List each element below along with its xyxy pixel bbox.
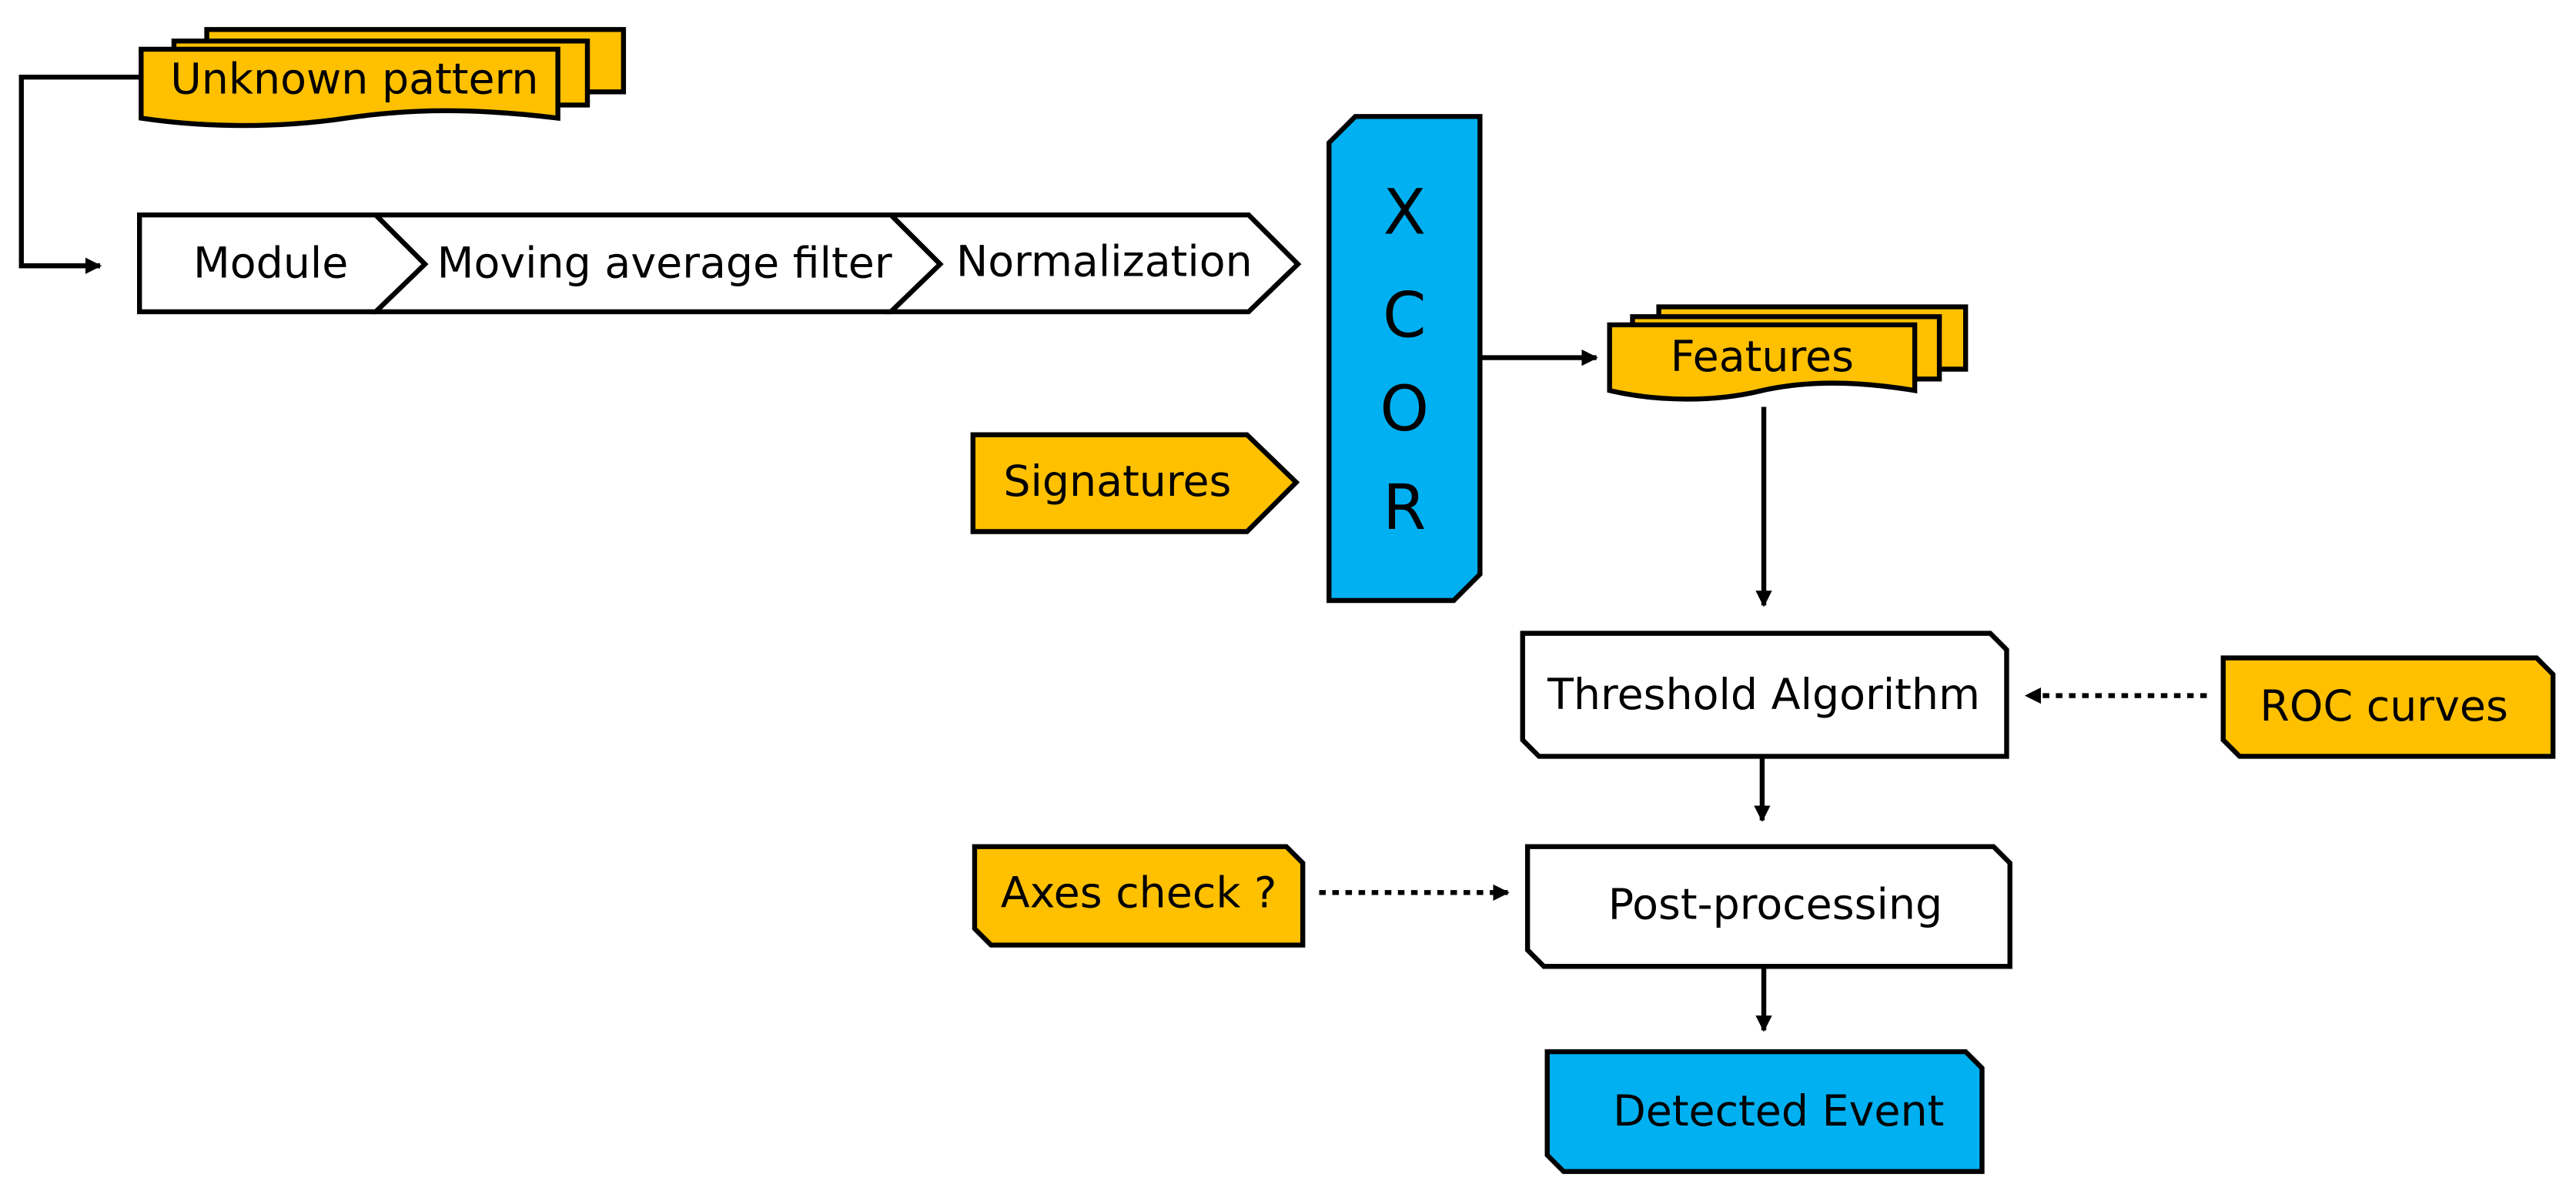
module-label: Module — [193, 239, 348, 288]
normalization-label: Normalization — [956, 237, 1253, 286]
xcor-node: X C O R — [1326, 114, 1483, 604]
module-step: Module — [137, 212, 429, 315]
xcor-letter-r: R — [1383, 472, 1426, 544]
threshold-algorithm-label: Threshold Algorithm — [1547, 671, 1980, 720]
roc-curves-node: ROC curves — [2220, 655, 2556, 759]
detected-event-label: Detected Event — [1613, 1087, 1944, 1136]
signatures-label: Signatures — [1003, 457, 1231, 507]
moving-average-filter-label: Moving average filter — [437, 239, 892, 288]
post-processing-node: Post-processing — [1524, 844, 2012, 969]
axes-check-node: Axes check ? — [972, 844, 1306, 948]
unknown-pattern-node: Unknown pattern — [139, 27, 627, 129]
connector-unknown-to-module — [18, 74, 142, 274]
axes-check-label: Axes check ? — [1001, 869, 1277, 918]
unknown-pattern-label: Unknown pattern — [170, 55, 538, 105]
normalization-step: Normalization — [885, 212, 1302, 315]
moving-average-filter-step: Moving average filter — [370, 212, 944, 315]
roc-curves-label: ROC curves — [2260, 682, 2507, 731]
post-processing-label: Post-processing — [1608, 881, 1942, 930]
detected-event-node: Detected Event — [1544, 1049, 1985, 1174]
threshold-algorithm-node: Threshold Algorithm — [1520, 631, 2009, 759]
xcor-letter-c: C — [1383, 280, 1427, 353]
features-label: Features — [1671, 333, 1854, 382]
features-node: Features — [1607, 304, 1969, 402]
xcor-letter-x: X — [1383, 176, 1426, 249]
xcor-letter-o: O — [1380, 373, 1429, 446]
signatures-node: Signatures — [970, 432, 1300, 534]
